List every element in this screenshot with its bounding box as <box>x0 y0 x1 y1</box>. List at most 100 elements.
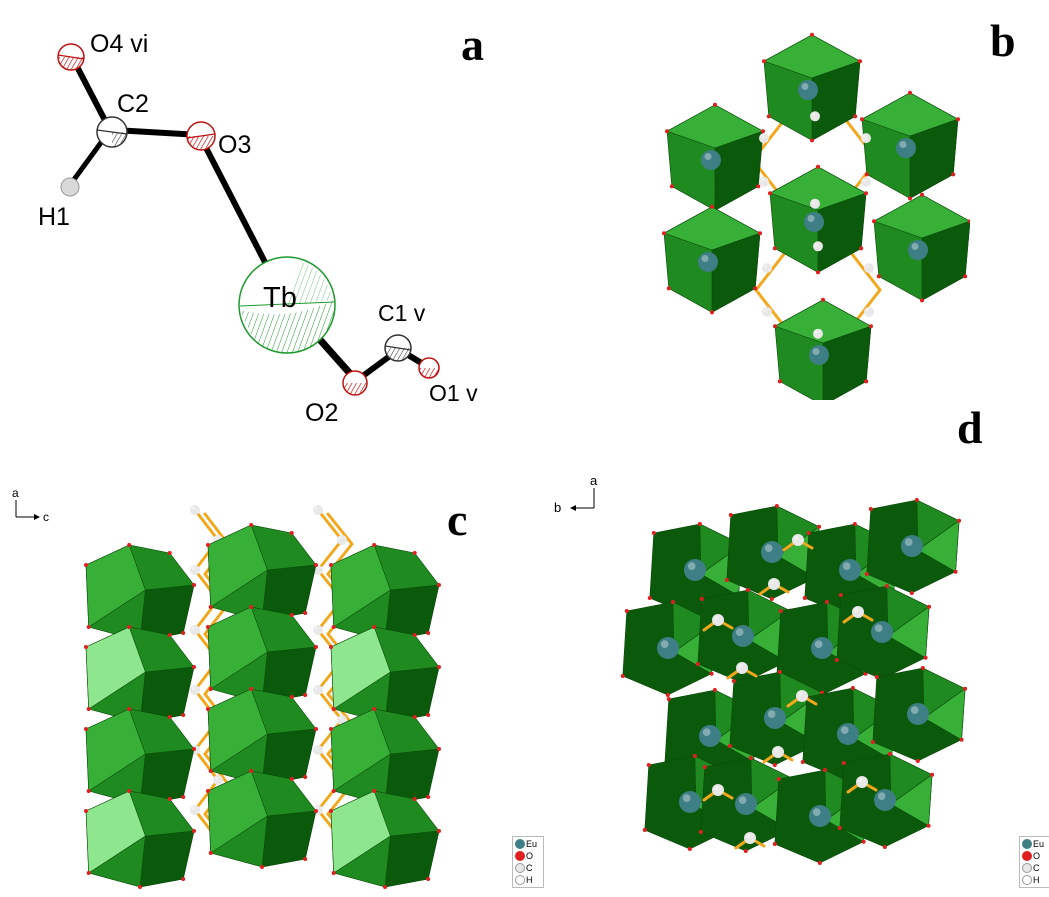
oxygen-atom <box>192 747 196 751</box>
carbon-atom-highlight <box>746 833 751 838</box>
label-c2: C2 <box>117 90 149 118</box>
carbon-atom <box>856 776 868 788</box>
metal-atom <box>798 80 818 100</box>
carbon-atom <box>861 133 872 144</box>
metal-atom <box>896 138 916 158</box>
carbon-oxygen-bond <box>316 688 344 722</box>
h-swatch <box>515 875 525 885</box>
oxygen-atom <box>666 697 671 702</box>
carbon-atom <box>736 662 748 674</box>
oxygen-atom <box>869 324 873 329</box>
carbon-atom <box>772 746 784 758</box>
oxygen-atom <box>920 666 925 671</box>
carbon-atom <box>313 505 323 515</box>
carbon-oxygen-bond <box>316 538 344 572</box>
oxygen-atom <box>923 655 928 660</box>
carbon-atom <box>313 685 323 695</box>
carbon-atom <box>190 805 200 815</box>
oxygen-atom <box>861 839 866 844</box>
metal-atom <box>901 535 923 557</box>
oxygen-atom <box>84 727 88 731</box>
oxygen-atom <box>908 196 912 201</box>
oxygen-atom <box>208 687 213 691</box>
panel-letter-c: c <box>447 494 468 545</box>
carbon-atom-highlight <box>814 330 819 334</box>
oxygen-atom <box>908 90 912 95</box>
oxygen-atom <box>329 645 333 649</box>
carbon-atom <box>190 685 200 695</box>
oxygen-atom <box>86 707 91 711</box>
metal-atom <box>874 789 896 811</box>
oxygen-atom <box>766 114 771 119</box>
oxygen-atom <box>426 877 431 881</box>
carbon-atom <box>313 745 323 755</box>
metal-atom <box>657 637 679 659</box>
polyhedron-face2-d-11 <box>923 688 966 741</box>
oxygen-atom <box>773 324 777 329</box>
panel-letter-d: d <box>957 402 983 453</box>
oxygen-atom <box>314 645 318 649</box>
oxygen-atom <box>758 231 762 236</box>
oxygen-atom <box>806 531 811 536</box>
metal-atom-highlight <box>911 243 919 250</box>
oxygen-atom <box>208 605 213 609</box>
c-swatch <box>1022 863 1032 873</box>
oxygen-atom <box>437 665 441 669</box>
carbon-atom <box>712 614 724 626</box>
oxygen-atom <box>303 857 308 861</box>
oxygen-atom <box>817 524 822 529</box>
oxygen-atom <box>383 885 387 889</box>
oxygen-atom <box>876 274 881 279</box>
oxygen-atom <box>777 670 782 675</box>
oxygen-atom <box>743 848 748 853</box>
metal-atom <box>907 703 929 725</box>
metal-atom-highlight <box>767 710 776 718</box>
oxygen-atom <box>181 795 186 799</box>
carbon-atom-highlight <box>862 178 867 182</box>
atom-h1 <box>60 177 80 197</box>
bond-c2-o4 <box>69 55 113 132</box>
oxygen-atom <box>852 522 857 527</box>
oxygen-atom <box>778 609 783 614</box>
oxygen-atom <box>692 754 697 759</box>
axis-indicator-d: a b <box>554 473 598 515</box>
polyhedron-shadow-c-0-3 <box>139 830 195 888</box>
carbon-atom-highlight <box>214 536 219 540</box>
oxygen-atom <box>887 752 892 757</box>
metal-atom <box>684 559 706 581</box>
bond-c2-o3 <box>114 127 201 138</box>
oxygen-atom <box>864 191 868 196</box>
oxygen-atom <box>838 593 843 598</box>
oxygen-atom <box>127 543 132 547</box>
polyhedra-view-b <box>662 32 972 408</box>
oxygen-atom <box>437 583 441 587</box>
carbon-atom-highlight <box>811 112 816 117</box>
oxygen-atom <box>768 191 772 196</box>
oxygen-atom <box>753 286 758 291</box>
metal-atom <box>839 559 861 581</box>
metal-atom-highlight <box>704 153 712 160</box>
oxygen-atom <box>914 498 919 503</box>
panel-d-projection: a b <box>540 460 970 890</box>
oxygen-atom <box>909 590 914 595</box>
oxygen-atom <box>192 665 196 669</box>
carbon-atom-highlight <box>865 264 870 269</box>
legend-item-h: H <box>515 874 541 886</box>
metal-atom <box>679 791 701 813</box>
oxygen-atom <box>331 707 336 711</box>
oxygen-atom <box>206 625 210 629</box>
carbon-atom <box>761 306 772 317</box>
oxygen-atom <box>329 809 333 813</box>
polyhedron-shadow-c-1-3 <box>261 810 317 868</box>
oxygen-atom <box>138 885 142 889</box>
oxygen-atom <box>927 604 932 609</box>
oxygen-atom <box>249 523 254 527</box>
carbon-atom <box>190 625 200 635</box>
oxygen-atom <box>642 828 647 833</box>
oxygen-atom <box>870 740 875 745</box>
oxygen-atom <box>915 758 920 763</box>
oxygen-atom <box>772 246 777 251</box>
oxygen-atom <box>837 826 842 831</box>
carbon-atom-highlight <box>858 777 863 782</box>
carbon-atom-highlight <box>865 308 870 312</box>
